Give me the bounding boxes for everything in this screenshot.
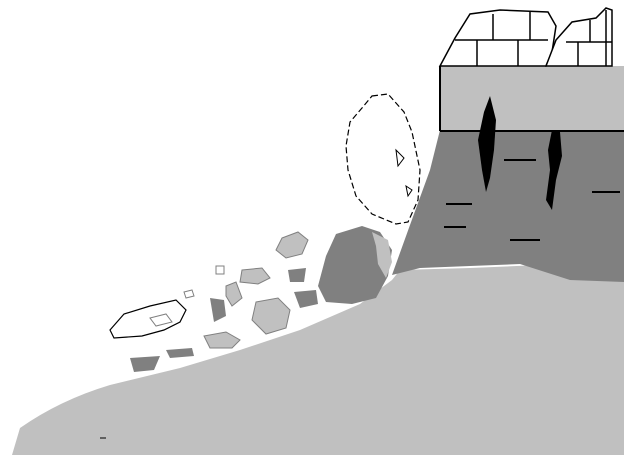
cap-block-joints bbox=[455, 10, 612, 66]
debris-piece bbox=[288, 268, 306, 282]
cap-blocks bbox=[438, 7, 613, 67]
debris-piece bbox=[225, 281, 243, 307]
debris-piece bbox=[294, 290, 318, 308]
falling-block-detail bbox=[395, 148, 413, 198]
fracture-right bbox=[546, 130, 562, 210]
debris-piece bbox=[210, 298, 226, 322]
debris-piece bbox=[215, 265, 225, 275]
slumped-mass bbox=[318, 226, 392, 304]
slumped-mass-light bbox=[372, 232, 392, 278]
debris-piece bbox=[275, 231, 309, 259]
ground-slope bbox=[12, 265, 624, 455]
bedding-joints bbox=[444, 159, 620, 241]
debris-block-large bbox=[109, 299, 187, 339]
cliff-face bbox=[392, 128, 624, 282]
debris-piece bbox=[251, 297, 291, 335]
debris-piece bbox=[239, 267, 271, 285]
falling-block bbox=[345, 93, 421, 225]
debris-piece bbox=[183, 289, 195, 299]
debris-piece bbox=[166, 348, 194, 358]
cap-layer bbox=[440, 66, 624, 132]
fracture-left bbox=[478, 96, 496, 192]
fractures bbox=[478, 96, 562, 210]
debris-piece bbox=[130, 356, 160, 372]
cap-block-right bbox=[544, 7, 613, 67]
talus-debris bbox=[109, 231, 318, 372]
debris-piece bbox=[203, 331, 241, 349]
debris-block-large-detail bbox=[149, 313, 173, 327]
